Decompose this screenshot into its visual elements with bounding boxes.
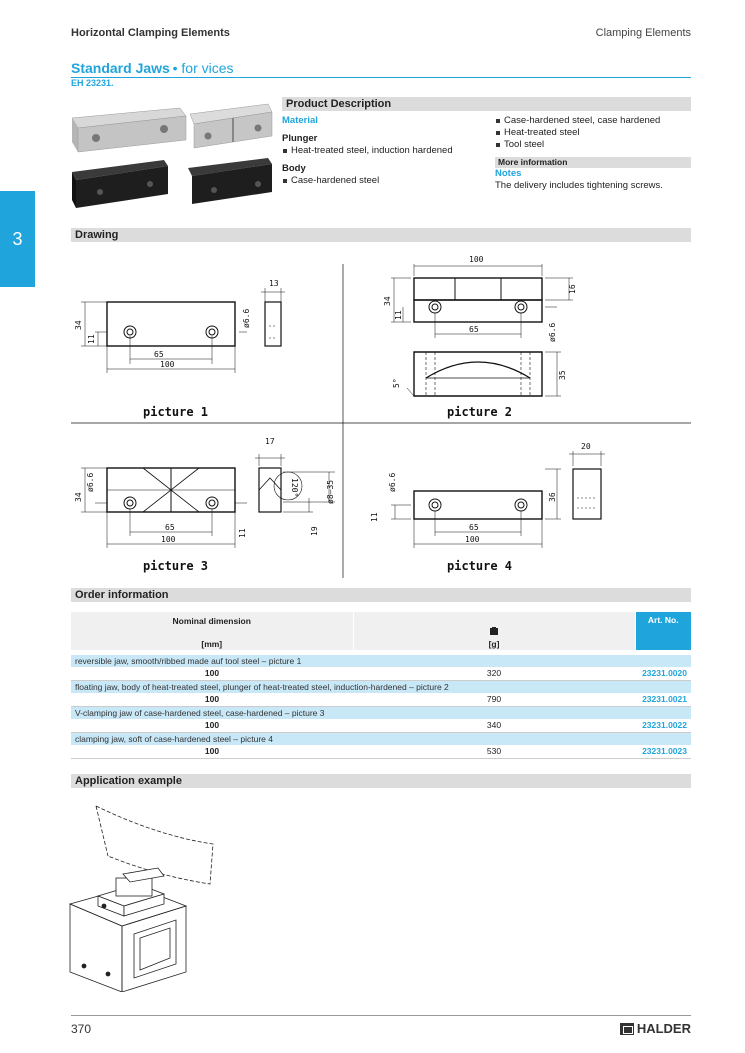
group-label: floating jaw, body of heat-treated steel… [71, 679, 691, 693]
material-item: Case-hardened steel, case hardened [495, 115, 691, 127]
col-art-header: Art. No. [635, 612, 691, 650]
product-description-left: Material Plunger Heat-treated steel, ind… [282, 115, 487, 187]
nominal-dimension: 100 [71, 693, 353, 707]
dim-label: 17 [265, 437, 275, 446]
article-number[interactable]: 23231.0020 [635, 667, 691, 681]
header-category: Clamping Elements [595, 27, 691, 39]
chapter-tab[interactable]: 3 [0, 191, 35, 287]
col-nominal-unit: [mm] [71, 637, 354, 650]
page-number: 370 [71, 1022, 92, 1036]
technical-drawings: 65 100 34 11 13 ø6.6 100 34 11 65 16 ø6.… [71, 246, 691, 578]
nominal-dimension: 100 [71, 719, 353, 733]
table-row[interactable]: 100 530 23231.0023 [71, 745, 691, 759]
dim-label: 34 [74, 320, 83, 330]
plunger-label: Plunger [282, 133, 318, 144]
group-label: V-clamping jaw of case-hardened steel, c… [71, 705, 691, 719]
picture-1-label: picture 1 [143, 405, 209, 419]
weight: 530 [353, 745, 635, 759]
weight-icon [490, 627, 498, 635]
dim-label: 35 [558, 370, 567, 380]
dim-label: ø6.6 [242, 309, 251, 328]
body-item: Case-hardened steel [282, 175, 487, 187]
dim-label: 100 [160, 360, 175, 369]
notes-text: The delivery includes tightening screws. [495, 180, 663, 191]
brand-name: HALDER [636, 1021, 691, 1036]
dim-label: 100 [469, 255, 484, 264]
more-info-heading: More information [495, 157, 691, 168]
weight: 320 [353, 667, 635, 681]
article-number[interactable]: 23231.0021 [635, 693, 691, 707]
dim-label: 34 [383, 296, 392, 306]
table-row[interactable]: 100 340 23231.0022 [71, 719, 691, 733]
dim-label: 34 [74, 492, 83, 502]
material-item: Tool steel [495, 139, 691, 151]
nominal-dimension: 100 [71, 745, 353, 759]
weight: 340 [353, 719, 635, 733]
dim-label: 36 [548, 492, 557, 502]
dim-label: 120° [290, 478, 299, 497]
header-section-title: Horizontal Clamping Elements [71, 27, 230, 39]
order-info-heading: Order information [71, 588, 691, 602]
product-description-heading: Product Description [282, 97, 691, 111]
material-item: Heat-treated steel [495, 127, 691, 139]
dim-label: ø6.6 [388, 473, 397, 492]
application-heading: Application example [71, 774, 691, 788]
product-description-right: Case-hardened steel, case hardened Heat-… [495, 115, 691, 192]
drawing-heading: Drawing [71, 228, 691, 242]
plunger-item: Heat-treated steel, induction hardened [282, 145, 487, 157]
picture-2-label: picture 2 [447, 405, 513, 419]
dim-label: 16 [568, 284, 577, 294]
dim-label: 65 [469, 325, 479, 334]
product-title: Standard Jaws • for vices [71, 60, 691, 78]
dim-label: 11 [238, 528, 247, 538]
article-number[interactable]: 23231.0022 [635, 719, 691, 733]
material-label: Material [282, 115, 318, 126]
dim-label: 100 [161, 535, 176, 544]
dim-label: 13 [269, 279, 279, 288]
application-illustration [68, 805, 214, 992]
dim-label: 20 [581, 442, 591, 451]
title-sub: • for vices [172, 60, 234, 76]
nominal-dimension: 100 [71, 667, 353, 681]
halder-logo-icon [619, 1022, 634, 1035]
title-main: Standard Jaws [71, 60, 170, 76]
dim-label: 65 [469, 523, 479, 532]
table-row[interactable]: 100 320 23231.0020 [71, 667, 691, 681]
col-weight-header [353, 612, 636, 637]
group-label: reversible jaw, smooth/ribbed made auf t… [71, 653, 691, 667]
notes-label: Notes [495, 168, 522, 179]
picture-3-label: picture 3 [143, 559, 209, 573]
col-weight-unit: [g] [353, 637, 636, 650]
dim-label: ø6.6 [548, 323, 557, 342]
dim-label: 19 [310, 526, 319, 536]
table-row[interactable]: 100 790 23231.0021 [71, 693, 691, 707]
brand-logo: HALDER [619, 1021, 691, 1036]
col-nominal-header: Nominal dimension [71, 612, 354, 637]
dim-label: 11 [87, 334, 96, 344]
picture-4-label: picture 4 [447, 559, 513, 573]
dim-label: 11 [370, 512, 379, 522]
footer-divider [71, 1015, 691, 1016]
article-code: EH 23231. [71, 78, 114, 88]
group-label: clamping jaw, soft of case-hardened stee… [71, 731, 691, 745]
dim-label: 65 [154, 350, 164, 359]
product-photos [71, 103, 273, 208]
dim-label: ø6.6 [86, 473, 95, 492]
dim-label: 65 [165, 523, 175, 532]
body-label: Body [282, 163, 306, 174]
dim-label: ø8–35 [326, 480, 335, 504]
dim-label: 100 [465, 535, 480, 544]
article-number[interactable]: 23231.0023 [635, 745, 691, 759]
weight: 790 [353, 693, 635, 707]
dim-label: 5° [392, 378, 401, 388]
order-table: Nominal dimension Art. No. [mm] [g] reve… [71, 612, 691, 759]
drawing-canvas: 65 100 34 11 13 ø6.6 100 34 11 65 16 ø6.… [71, 255, 691, 578]
dim-label: 11 [394, 310, 403, 320]
